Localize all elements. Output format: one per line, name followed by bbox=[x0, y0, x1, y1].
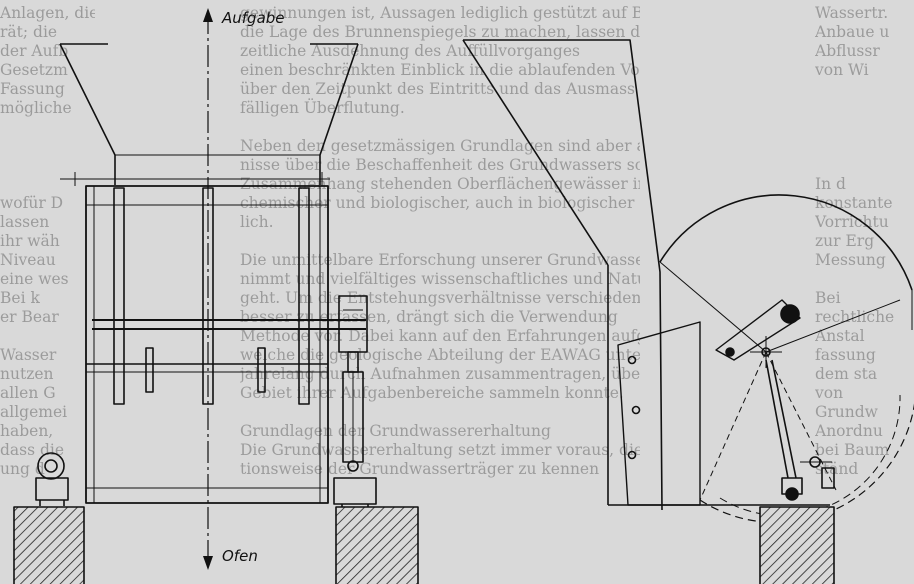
background-text-line: eine wes bbox=[0, 270, 69, 288]
background-text-line: dem sta bbox=[815, 365, 878, 383]
background-text-line: Anlagen, die bbox=[0, 4, 95, 22]
background-text-line: Zusammenhang stehenden Oberflächengewäss… bbox=[240, 175, 640, 193]
background-text-line: geht. Um die Entstehungsverhältnisse ver… bbox=[240, 289, 640, 307]
background-text-line: chemischer und biologischer, auch in bio… bbox=[240, 194, 640, 212]
background-text-line: Grundw bbox=[815, 403, 878, 421]
hopper-side-view bbox=[462, 39, 914, 524]
background-text-line: fassung bbox=[815, 346, 876, 364]
background-text-line: Messung bbox=[815, 251, 886, 269]
background-text-line: Abflussr bbox=[815, 42, 880, 60]
background-text-line: konstante bbox=[815, 194, 893, 212]
label-furnace: Ofen bbox=[222, 547, 258, 565]
background-text-line: wofür D bbox=[0, 194, 64, 212]
background-text-line: Gebiet ihrer Aufgabenbereiche sammeln ko… bbox=[240, 384, 624, 402]
flow-axis bbox=[203, 8, 213, 570]
foundation-right bbox=[759, 506, 835, 584]
background-text-line: Wasser bbox=[0, 346, 57, 364]
background-text-line: Die Grundwassererhaltung setzt immer vor… bbox=[240, 441, 640, 459]
background-text-line: Anstal bbox=[815, 327, 865, 345]
background-text-line: lich. bbox=[240, 213, 274, 231]
background-text-line: allgemei bbox=[0, 403, 68, 421]
background-text-line: ihr wäh bbox=[0, 232, 60, 250]
background-text-line: ständ bbox=[815, 460, 859, 478]
background-text-line: der Aufb bbox=[0, 42, 69, 60]
background-text-line: Grundlagen der Grundwassererhaltung bbox=[240, 422, 551, 440]
background-text-line: nutzen bbox=[0, 365, 54, 383]
background-text-line: Wassertr. bbox=[815, 4, 889, 22]
background-text-line: nimmt und vielfältiges wissenschaftliche… bbox=[240, 270, 640, 288]
background-text-line: ung d bbox=[0, 460, 45, 478]
background-text-line: die Lage des Brunnenspiegels zu machen, … bbox=[240, 23, 640, 41]
background-text-line: haben, bbox=[0, 422, 54, 440]
background-text-line: einen beschränkten Einblick in die ablau… bbox=[240, 61, 640, 79]
background-text-line: mögliche bbox=[0, 99, 72, 117]
background-text-line: allen G bbox=[0, 384, 56, 402]
background-text-line: über den Zeitpunkt des Eintritts und das… bbox=[240, 80, 640, 98]
label-feed: Aufgabe bbox=[221, 9, 285, 27]
background-text-line: besser zu erfassen, drängt sich die Verw… bbox=[240, 308, 618, 326]
background-text-line: welche die geologische Abteilung der EAW… bbox=[240, 346, 640, 364]
background-text-line: bei Baum bbox=[815, 441, 890, 459]
background-text-line: Fassung bbox=[0, 80, 65, 98]
background-text-line: Methode vor. Dabei kann auf den Erfahrun… bbox=[240, 327, 640, 345]
background-text-line: Niveau bbox=[0, 251, 56, 269]
background-text-line: Anbaue u bbox=[815, 23, 890, 41]
background-text-line: Anordnu bbox=[815, 422, 883, 440]
background-text-line: Bei bbox=[815, 289, 841, 307]
background-text-line: zeitliche Ausdehnung des Auffüllvorgange… bbox=[240, 42, 580, 60]
background-text-line: gewinnungen ist, Aussagen lediglich gest… bbox=[240, 4, 640, 22]
background-text-line: Die unmittelbare Erforschung unserer Gru… bbox=[240, 251, 640, 269]
background-text-line: fälligen Überflutung. bbox=[240, 99, 405, 117]
background-text-line: rät; die bbox=[0, 23, 58, 41]
background-text-line: tionsweise der Grundwasserträger zu kenn… bbox=[240, 460, 600, 478]
background-text-line: zur Erg bbox=[815, 232, 875, 250]
background-text-line: jahrelang durch Aufnahmen zusammentragen… bbox=[240, 365, 640, 383]
background-text-line: rechtliche bbox=[815, 308, 895, 326]
background-text-line: dass die bbox=[0, 441, 65, 459]
background-text-line: er Bear bbox=[0, 308, 59, 326]
hopper-front-view bbox=[35, 43, 377, 508]
background-text-line: Gesetzm bbox=[0, 61, 68, 79]
background-text-line: von Wi bbox=[815, 61, 869, 79]
background-text-line: lassen bbox=[0, 213, 50, 231]
background-text-line: Vorrichtu bbox=[815, 213, 889, 231]
background-text-line: von bbox=[815, 384, 844, 402]
background-text-line: In d bbox=[815, 175, 846, 193]
background-text-line: Neben den gesetzmässigen Grundlagen sind… bbox=[240, 137, 640, 155]
foundation-left bbox=[13, 506, 419, 584]
background-text-line: Bei k bbox=[0, 289, 40, 307]
